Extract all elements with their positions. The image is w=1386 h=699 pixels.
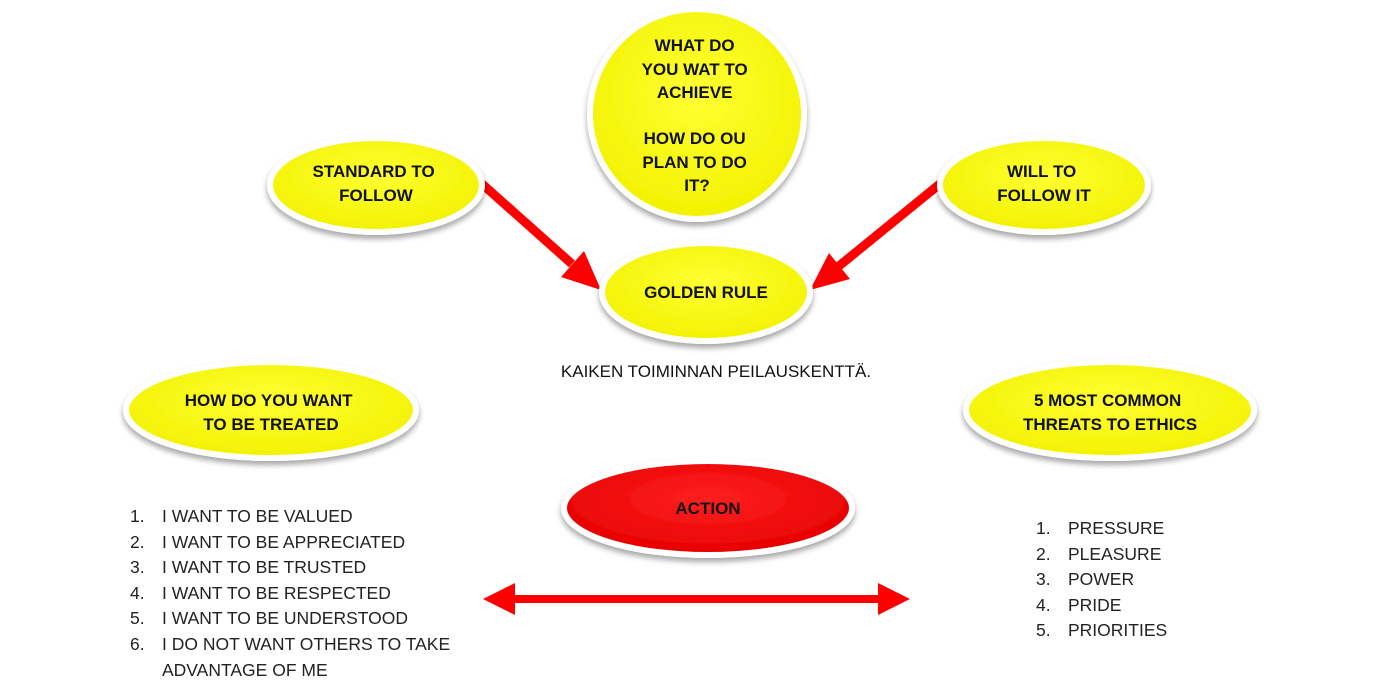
list-item-text: PRESSURE xyxy=(1068,518,1164,538)
golden-rule-line: GOLDEN RULE xyxy=(644,283,768,302)
achieve-bubble: WHAT DO YOU WAT TO ACHIEVE HOW DO OU PLA… xyxy=(587,6,807,222)
achieve-line: ACHIEVE xyxy=(657,83,733,102)
list-item-number: 1. xyxy=(1036,518,1051,538)
achieve-line: YOU WAT TO xyxy=(642,60,748,79)
arrow-standard-to-golden-rule xyxy=(478,179,601,290)
threats-bubble-text: 5 MOST COMMON THREATS TO ETHICS xyxy=(1023,391,1197,434)
list-item: 2. PLEASURE xyxy=(1036,544,1161,564)
treated-bubble-text: HOW DO YOU WANT TO BE TREATED xyxy=(185,391,358,434)
list-item-text: I DO NOT WANT OTHERS TO TAKE xyxy=(162,634,450,654)
list-item-number: 1. xyxy=(130,506,145,526)
plan-line: HOW DO OU xyxy=(644,129,746,148)
list-item-number: 3. xyxy=(1036,569,1051,589)
standard-bubble: STANDARD TO FOLLOW xyxy=(267,135,485,235)
list-item-number: 2. xyxy=(1036,544,1051,564)
action-line: ACTION xyxy=(675,499,740,518)
list-item-text: ADVANTAGE OF ME xyxy=(162,660,328,680)
action-text: ACTION xyxy=(675,499,740,518)
list-item-text: I WANT TO BE TRUSTED xyxy=(162,557,366,577)
list-item-number: 2. xyxy=(130,532,145,552)
achieve-bubble-text: WHAT DO YOU WAT TO ACHIEVE HOW DO OU PLA… xyxy=(642,36,753,195)
list-item-number: 5. xyxy=(130,608,145,628)
threats-line: 5 MOST COMMON xyxy=(1034,391,1181,410)
treated-line: HOW DO YOU WANT xyxy=(185,391,353,410)
threats-bubble: 5 MOST COMMON THREATS TO ETHICS xyxy=(963,359,1257,461)
list-item-text: I WANT TO BE UNDERSTOOD xyxy=(162,608,408,628)
will-bubble: WILL TO FOLLOW IT xyxy=(937,135,1151,235)
will-line: WILL TO xyxy=(1007,162,1076,181)
list-item-number: 4. xyxy=(1036,595,1051,615)
golden-rule-text: GOLDEN RULE xyxy=(644,283,768,302)
list-item: 4. PRIDE xyxy=(1036,595,1121,615)
list-item-number: 3. xyxy=(130,557,145,577)
action-bubble: ACTION xyxy=(561,458,855,558)
list-item-text: I WANT TO BE APPRECIATED xyxy=(162,532,405,552)
list-item-number: 6. xyxy=(130,634,145,654)
double-arrow xyxy=(483,583,910,615)
list-item: 6. I DO NOT WANT OTHERS TO TAKE ADVANTAG… xyxy=(130,634,455,680)
treated-line: TO BE TREATED xyxy=(203,415,338,434)
list-item: 3. I WANT TO BE TRUSTED xyxy=(130,557,366,577)
list-item-text: POWER xyxy=(1068,569,1134,589)
treated-bubble: HOW DO YOU WANT TO BE TREATED xyxy=(123,359,419,461)
list-item-text: I WANT TO BE VALUED xyxy=(162,506,353,526)
standard-line: STANDARD TO xyxy=(313,162,435,181)
threats-line: THREATS TO ETHICS xyxy=(1023,415,1197,434)
plan-line: IT? xyxy=(684,176,710,195)
plan-line: PLAN TO DO xyxy=(642,153,747,172)
list-item: 3. POWER xyxy=(1036,569,1134,589)
golden-rule-bubble: GOLDEN RULE xyxy=(599,240,813,344)
standard-line: FOLLOW xyxy=(339,186,414,205)
will-bubble-text: WILL TO FOLLOW IT xyxy=(997,162,1091,205)
achieve-line: WHAT DO xyxy=(655,36,735,55)
arrow-will-to-golden-rule xyxy=(810,179,944,290)
list-item-number: 5. xyxy=(1036,620,1051,640)
list-item-text: PRIDE xyxy=(1068,595,1121,615)
list-item: 1. PRESSURE xyxy=(1036,518,1164,538)
list-item-text: PLEASURE xyxy=(1068,544,1161,564)
list-item-text: PRIORITIES xyxy=(1068,620,1167,640)
threats-list: 1. PRESSURE 2. PLEASURE 3. POWER 4. PRID… xyxy=(1036,518,1167,640)
list-item: 4. I WANT TO BE RESPECTED xyxy=(130,583,391,603)
list-item: 2. I WANT TO BE APPRECIATED xyxy=(130,532,405,552)
list-item: 1. I WANT TO BE VALUED xyxy=(130,506,353,526)
will-line: FOLLOW IT xyxy=(997,186,1091,205)
list-item-number: 4. xyxy=(130,583,145,603)
caption-text: KAIKEN TOIMINNAN PEILAUSKENTTÄ. xyxy=(561,362,871,381)
list-item-text: I WANT TO BE RESPECTED xyxy=(162,583,391,603)
list-item: 5. I WANT TO BE UNDERSTOOD xyxy=(130,608,408,628)
standard-bubble-text: STANDARD TO FOLLOW xyxy=(313,162,440,205)
list-item: 5. PRIORITIES xyxy=(1036,620,1167,640)
treated-list: 1. I WANT TO BE VALUED 2. I WANT TO BE A… xyxy=(130,506,455,680)
